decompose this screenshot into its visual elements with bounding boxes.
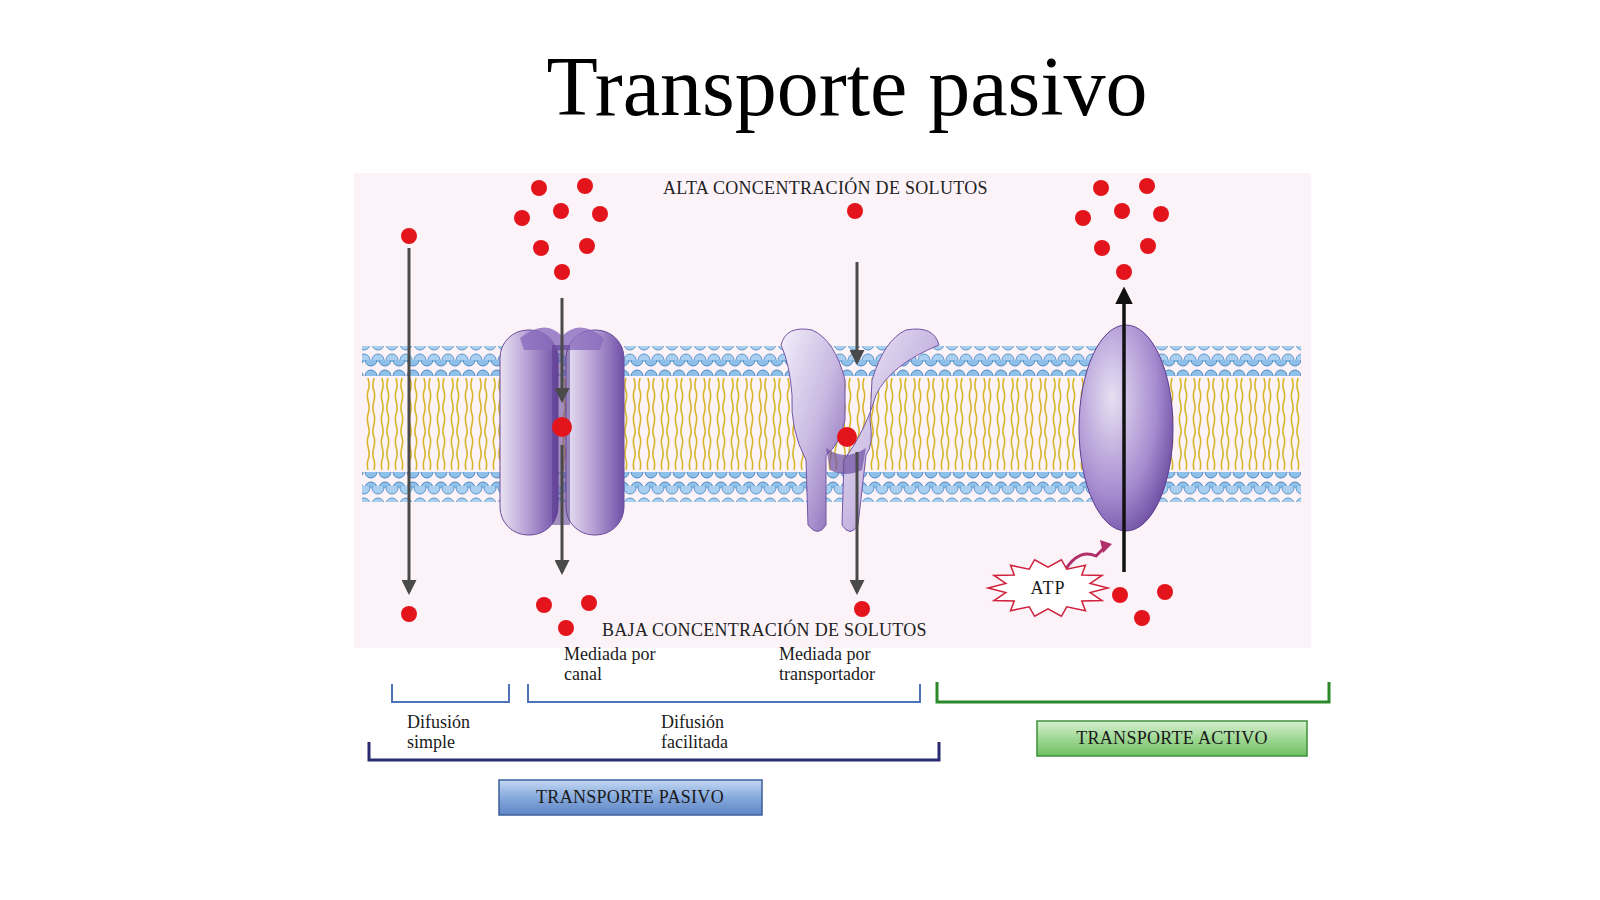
category-box: TRANSPORTE PASIVO bbox=[498, 779, 763, 816]
box-label: TRANSPORTE ACTIVO bbox=[1076, 728, 1268, 749]
category-box: TRANSPORTE ACTIVO bbox=[1036, 720, 1308, 757]
box-label: TRANSPORTE PASIVO bbox=[536, 787, 724, 808]
group-label: Difusión facilitada bbox=[661, 712, 757, 752]
bracket-label: Mediada por canal bbox=[564, 644, 684, 684]
region-label: ALTA CONCENTRACIÓN DE SOLUTOS bbox=[663, 178, 988, 199]
box-label: ATP bbox=[1030, 578, 1065, 599]
bracket-label: Mediada por transportador bbox=[779, 644, 907, 684]
group-label: Difusión simple bbox=[407, 712, 497, 752]
region-label: BAJA CONCENTRACIÓN DE SOLUTOS bbox=[602, 620, 927, 641]
atp-starburst: ATP bbox=[988, 559, 1108, 617]
slide-title: Transporte pasivo bbox=[546, 38, 1147, 135]
